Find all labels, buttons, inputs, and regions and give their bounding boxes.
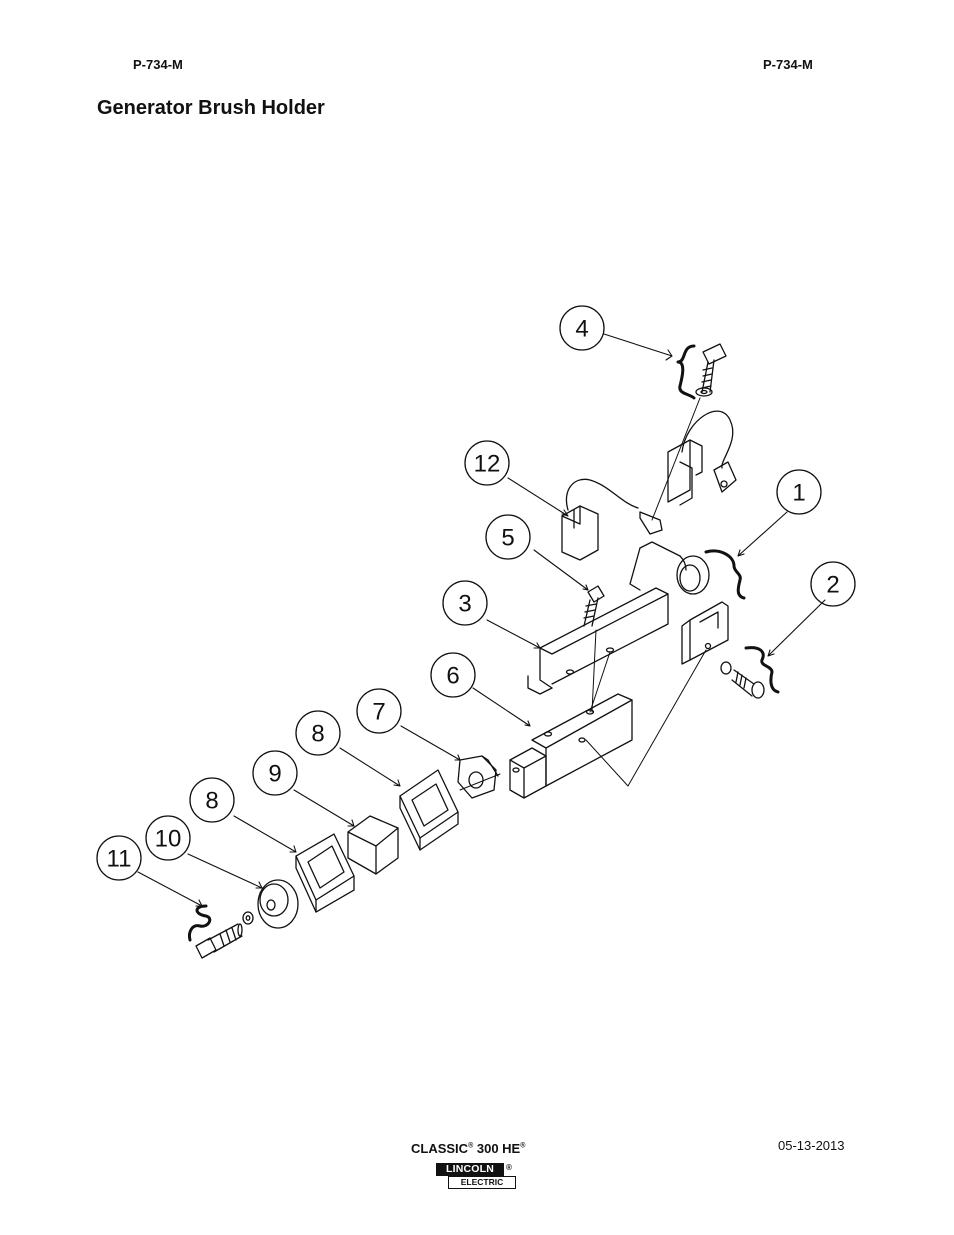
part-3-holder — [527, 587, 669, 695]
callout-8-lower: 8 — [205, 788, 218, 815]
part-11-brace — [188, 904, 212, 942]
part-2-brace — [744, 646, 780, 694]
callout-7: 7 — [372, 699, 385, 726]
lincoln-electric-logo: LINCOLN ® ELECTRIC — [436, 1163, 516, 1190]
part-11-bolt — [195, 923, 243, 959]
callout-circles — [96, 305, 856, 881]
part-8-frame-upper — [399, 769, 459, 851]
part-8-frame-lower — [295, 833, 355, 913]
part-4-brace — [676, 344, 696, 400]
part-10-washer — [242, 879, 299, 929]
page-title: Generator Brush Holder — [97, 97, 325, 119]
part-12-brush — [561, 478, 663, 561]
part-7-nut — [457, 755, 499, 799]
footer-date: 05-13-2013 — [778, 1138, 845, 1153]
logo-bottom-text: ELECTRIC — [448, 1176, 516, 1189]
callout-1: 1 — [792, 480, 805, 507]
part-6-rod — [509, 693, 633, 799]
logo-reg-mark: ® — [506, 1163, 512, 1172]
brush-upper — [667, 410, 737, 506]
callout-3: 3 — [458, 591, 471, 618]
callout-6: 6 — [446, 663, 459, 690]
callout-10: 10 — [155, 826, 182, 853]
callout-4: 4 — [575, 316, 588, 343]
part-9-block — [347, 815, 399, 875]
header-left-code: P-734-M — [133, 57, 183, 72]
callout-8-upper: 8 — [311, 721, 324, 748]
callout-2: 2 — [826, 572, 839, 599]
part-1-spring — [629, 541, 710, 595]
part-1-brace — [704, 549, 746, 600]
callout-5: 5 — [501, 525, 514, 552]
logo-top-text: LINCOLN — [436, 1163, 504, 1176]
callout-12: 12 — [474, 451, 501, 478]
footer-product-name: CLASSIC® 300 HE® — [411, 1141, 526, 1156]
part-2-clip — [681, 601, 765, 699]
callout-9: 9 — [268, 761, 281, 788]
callout-11: 11 — [107, 846, 132, 873]
part-5-screw — [583, 585, 605, 627]
part-4-screw — [695, 343, 727, 397]
footer-product-reg-2: ® — [520, 1142, 526, 1150]
header-right-code: P-734-M — [763, 57, 813, 72]
